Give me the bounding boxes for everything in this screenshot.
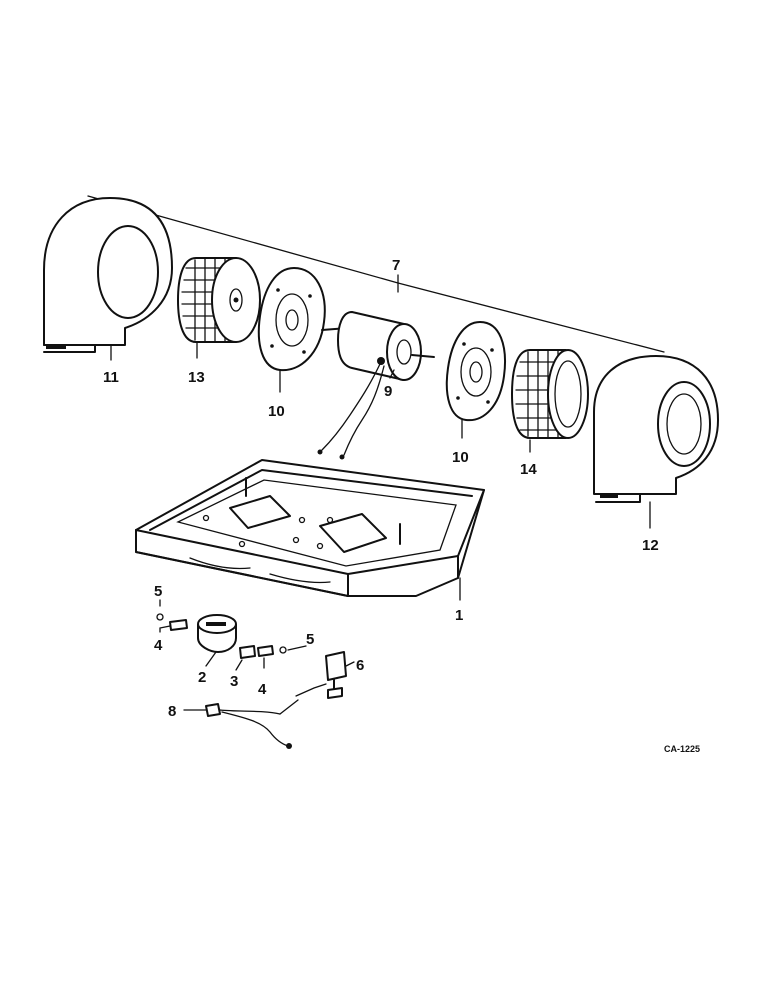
blower-motor bbox=[317, 311, 435, 460]
switch-knob-2 bbox=[197, 614, 237, 653]
callout-1: 1 bbox=[455, 607, 463, 624]
mounting-tray bbox=[135, 459, 485, 597]
callout-5-left: 5 bbox=[154, 583, 162, 600]
blower-housing-left bbox=[43, 197, 173, 353]
blower-wheel-left bbox=[177, 257, 261, 343]
blower-switch-6 bbox=[295, 651, 347, 699]
callout-8: 8 bbox=[168, 703, 176, 720]
callout-12: 12 bbox=[642, 537, 659, 554]
figure-reference: CA-1225 bbox=[664, 744, 700, 754]
callout-5-right: 5 bbox=[306, 631, 314, 648]
leader-lines bbox=[110, 342, 651, 711]
blower-wheel-right bbox=[511, 349, 589, 439]
wiring-harness-8 bbox=[205, 699, 299, 749]
blower-housing-right bbox=[593, 355, 719, 503]
mounting-plate-right bbox=[445, 321, 506, 422]
screw-4-right bbox=[257, 645, 274, 657]
callout-13: 13 bbox=[188, 369, 205, 386]
callout-9: 9 bbox=[384, 383, 392, 400]
callout-6: 6 bbox=[356, 657, 364, 674]
callout-14: 14 bbox=[520, 461, 537, 478]
callout-7: 7 bbox=[392, 257, 400, 274]
callout-2: 2 bbox=[198, 669, 206, 686]
callout-10-left: 10 bbox=[268, 403, 285, 420]
callout-labels: 11 13 10 9 7 10 14 12 1 5 4 2 3 4 5 6 8 … bbox=[103, 257, 700, 754]
mounting-plate-left bbox=[257, 267, 326, 372]
washer-5-left bbox=[156, 613, 164, 621]
callout-3: 3 bbox=[230, 673, 238, 690]
callout-4-left: 4 bbox=[154, 637, 163, 654]
callout-4-right: 4 bbox=[258, 681, 267, 698]
washer-5-right bbox=[279, 646, 287, 654]
spacer-3 bbox=[239, 645, 256, 659]
callout-11: 11 bbox=[103, 369, 119, 386]
screw-4-left bbox=[169, 619, 188, 631]
callout-10-right: 10 bbox=[452, 449, 469, 466]
